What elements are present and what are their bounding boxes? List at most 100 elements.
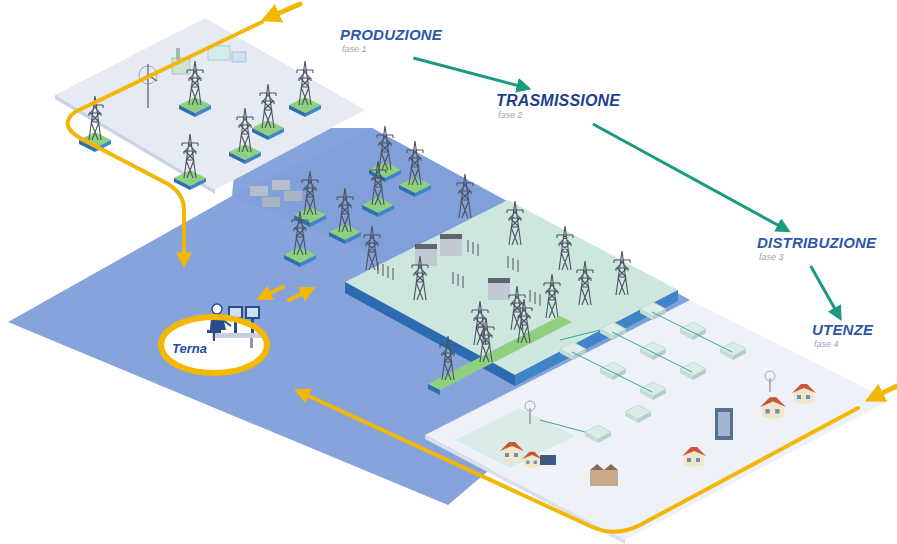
transmission-pylons-part (329, 224, 361, 244)
substation-panel-part (415, 244, 437, 249)
converter-stations (250, 180, 302, 207)
phase-arrow (811, 266, 840, 317)
phase-title: DISTRIBUZIONE (757, 234, 876, 252)
users-panel-part (455, 408, 575, 468)
control-centre-circle: Terna (158, 314, 270, 376)
production-pylons-part (187, 61, 203, 105)
users-panel-part (522, 452, 542, 468)
users-panel-part (540, 455, 556, 465)
information-flows-part (872, 386, 897, 398)
transmission-pylons-part (302, 171, 318, 215)
production-pylons-part (252, 120, 284, 140)
transmission-pylons-part (544, 274, 560, 318)
phase-label: TRASMISSIONEfase 2 (496, 92, 620, 121)
transmission-pylons-part (577, 261, 593, 305)
users-panel-part (590, 464, 618, 470)
users-panel-part (718, 412, 730, 436)
users-panel-part (715, 408, 733, 440)
substation-panel-part (415, 248, 437, 266)
information-flows-part (262, 287, 283, 297)
users-panel (425, 300, 890, 544)
production-panel-part (55, 18, 365, 190)
control-room-part (245, 306, 260, 319)
circle-ring (161, 317, 267, 373)
control-room-part (247, 308, 258, 317)
transmission-pylons-part (557, 226, 573, 270)
production-panel-part (147, 75, 149, 108)
phase-arrow (413, 58, 527, 88)
users-panel-part (590, 470, 618, 486)
transmission-pylons-part (428, 384, 440, 395)
converter-stations-part (284, 191, 302, 201)
transmission-pylons-part (412, 256, 428, 300)
production-panel-part (176, 48, 180, 60)
converter-stations-part (262, 197, 280, 207)
transmission-pylons-part (478, 318, 494, 362)
users-panel-part (770, 378, 771, 392)
transmission-pylons-part (516, 299, 532, 343)
phase-label: UTENZEfase 4 (812, 321, 873, 350)
users-panel-part (640, 382, 666, 400)
production-pylons-part (182, 134, 198, 178)
phase-number: fase 2 (498, 110, 620, 121)
users-panel-part (792, 384, 816, 404)
users-panel-part (585, 425, 611, 443)
control-room-part (250, 338, 253, 348)
transmission-pylons-part (364, 226, 380, 270)
users-panel-part (500, 442, 524, 462)
information-flows-part (268, 4, 300, 18)
transmission-pylons-part (377, 126, 393, 170)
phase-number: fase 4 (814, 339, 873, 350)
control-room-part (212, 333, 262, 338)
control-room (161, 304, 267, 373)
production-pylons-part (174, 170, 206, 190)
production-pylons-part (289, 97, 321, 117)
production-pylons (79, 61, 321, 190)
substation-panel-part (440, 238, 462, 256)
substation-panel-part (488, 278, 510, 283)
transmission-pylons-part (284, 247, 316, 267)
phase-arrow (593, 124, 787, 230)
users-panel-part (680, 362, 706, 380)
production-panel-part (232, 52, 246, 62)
users-panel-part (525, 401, 535, 411)
users-panel-part (625, 405, 651, 423)
information-flows-part (68, 22, 262, 262)
transmission-pylons-part (440, 336, 456, 380)
transmission-pylons-part (337, 188, 353, 232)
production-pylons-part (297, 61, 313, 105)
transmission-pylons-part (292, 211, 308, 255)
transmission-pylons-part (399, 177, 431, 197)
control-room-part (207, 330, 221, 333)
transmission-pylons-part (362, 197, 394, 217)
production-pylons-part (237, 108, 253, 152)
phase-number: fase 1 (342, 44, 442, 55)
users-panel-part (540, 312, 732, 432)
control-room-part (212, 304, 222, 314)
users-panel-part (682, 447, 706, 467)
substation-panel-part (488, 282, 510, 300)
converter-stations-part (272, 180, 290, 190)
production-panel (55, 18, 365, 194)
users-panel-part (530, 408, 531, 424)
production-pylons-part (229, 144, 261, 164)
transmission-pylons-part (507, 201, 523, 245)
transmission-pylons-part (370, 161, 386, 205)
phase-label: PRODUZIONEfase 1 (340, 26, 442, 55)
users-panel-part (765, 371, 775, 381)
production-pylons-part (260, 84, 276, 128)
users-panel-part (720, 342, 746, 360)
phase-title: UTENZE (812, 321, 873, 339)
phase-title: Terna (172, 341, 207, 356)
information-flows-part (289, 290, 310, 300)
phase-title: TRASMISSIONE (496, 92, 620, 110)
phase-title: PRODUZIONE (340, 26, 442, 44)
transmission-pylons-part (407, 141, 423, 185)
phase-number: fase 3 (759, 252, 876, 263)
substation-panel-part (345, 282, 515, 386)
production-pylons-part (179, 97, 211, 117)
control-room-part (213, 333, 215, 341)
